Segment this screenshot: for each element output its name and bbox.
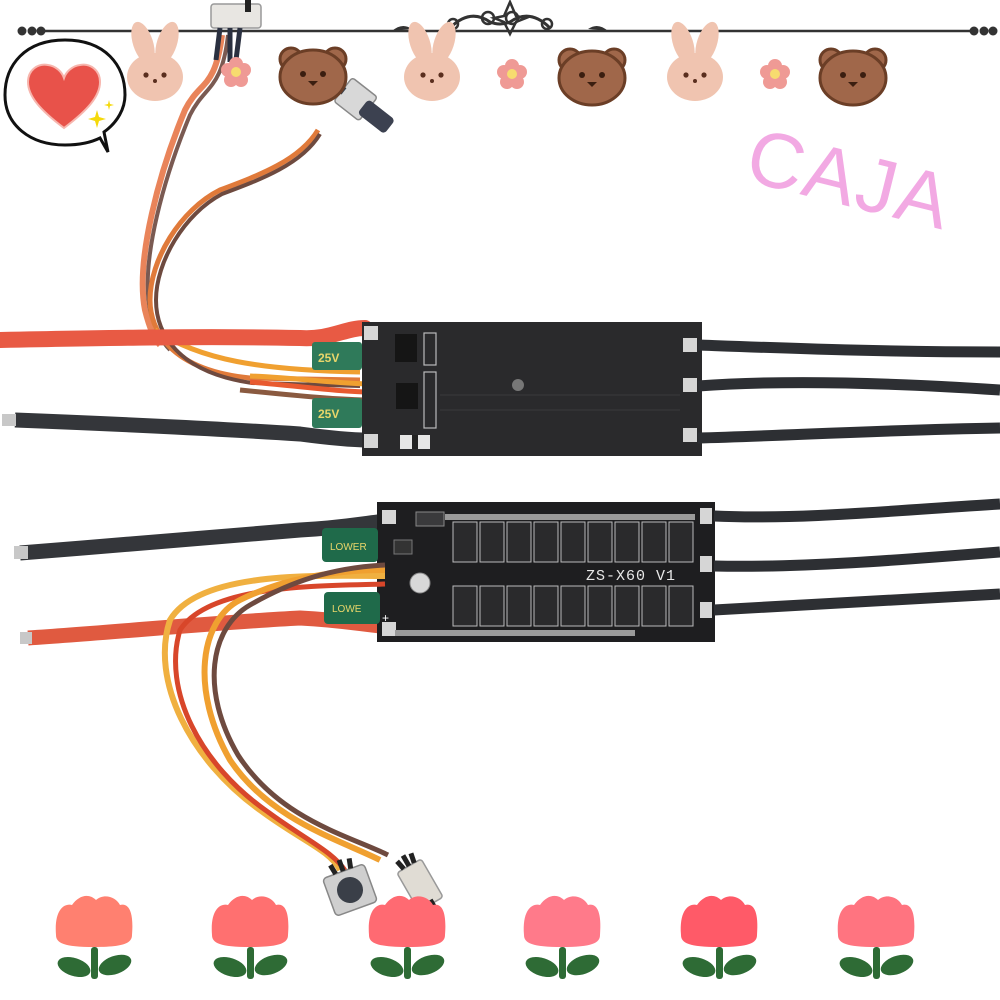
ornament-divider (17, 0, 998, 37)
tulip-sticker (55, 895, 135, 981)
tulip-sticker (523, 895, 603, 981)
mosfet-row-top (452, 521, 694, 563)
slide-switch (210, 0, 262, 62)
flower-sticker (760, 59, 790, 89)
board-model-label: ZS-X60 V1 (586, 568, 676, 585)
top-controller-board: 25V 25V (0, 320, 1000, 456)
tulip-sticker (368, 895, 448, 981)
tulip-row (55, 895, 917, 981)
mosfet-row-bottom (452, 585, 694, 627)
bear-sticker (278, 46, 348, 106)
speech-bubble-heart-sticker (3, 38, 127, 153)
svg-text:LOWE: LOWE (332, 604, 362, 615)
polarity-mark: + (382, 611, 389, 625)
svg-text:LOWER: LOWER (330, 542, 367, 553)
svg-text:25V: 25V (318, 351, 339, 365)
capacitor: LOWE (324, 592, 380, 624)
sparkle-icon (88, 110, 106, 128)
flower-sticker (221, 57, 251, 87)
flower-sticker (497, 59, 527, 89)
bottom-controller-board: LOWER LOWE + (14, 498, 1000, 646)
svg-text:25V: 25V (318, 407, 339, 421)
rotary-potentiometer-bottom (322, 858, 378, 916)
tulip-sticker (680, 895, 760, 981)
bear-sticker (557, 47, 627, 107)
capacitor: LOWER (322, 528, 378, 562)
capacitor: 25V (312, 398, 362, 428)
bottom-signal-harness (161, 562, 390, 874)
tulip-sticker (211, 895, 291, 981)
bear-sticker (818, 47, 888, 107)
capacitor: 25V (312, 342, 362, 370)
tulip-sticker (837, 895, 917, 981)
